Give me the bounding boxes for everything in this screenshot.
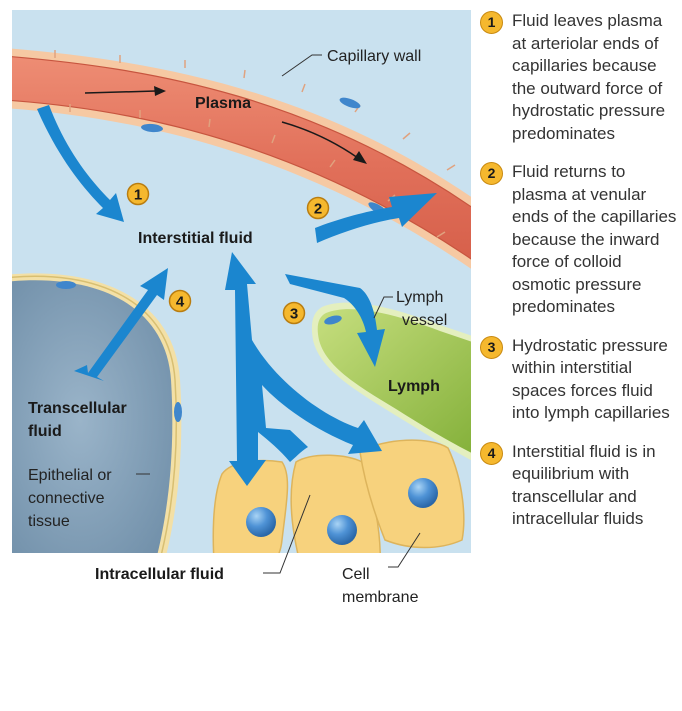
cell-nucleus bbox=[327, 515, 357, 545]
lymph-vessel-label-line2: vessel bbox=[402, 312, 447, 329]
capillary-wall-label: Capillary wall bbox=[327, 48, 421, 65]
marker-2: 2 bbox=[308, 198, 329, 219]
lymph-label: Lymph bbox=[388, 378, 440, 395]
svg-text:2: 2 bbox=[314, 201, 322, 218]
lymph-vessel-label-line1: Lymph bbox=[396, 289, 443, 306]
transcellular-label-line1: Transcellular bbox=[28, 400, 127, 417]
legend-item-3: 3 Hydrostatic pressure within interstiti… bbox=[480, 335, 680, 425]
marker-4: 4 bbox=[170, 291, 191, 312]
legend-text-1: Fluid leaves plasma at arteriolar ends o… bbox=[512, 10, 680, 145]
legend-item-1: 1 Fluid leaves plasma at arteriolar ends… bbox=[480, 10, 680, 145]
legend: 1 Fluid leaves plasma at arteriolar ends… bbox=[480, 10, 680, 545]
legend-marker-3: 3 bbox=[480, 336, 503, 359]
legend-marker-1: 1 bbox=[480, 11, 503, 34]
epithelial-label-line3: tissue bbox=[28, 513, 70, 530]
svg-text:4: 4 bbox=[176, 294, 185, 311]
svg-text:1: 1 bbox=[134, 187, 142, 204]
legend-text-4: Interstitial fluid is in equilibrium wit… bbox=[512, 441, 680, 531]
epithelial-label-line2: connective bbox=[28, 490, 105, 507]
marker-3: 3 bbox=[284, 303, 305, 324]
legend-marker-4: 4 bbox=[480, 442, 503, 465]
plasma-label: Plasma bbox=[195, 95, 251, 112]
legend-text-2: Fluid returns to plasma at venular ends … bbox=[512, 161, 680, 319]
cell-membrane-label-line1: Cell bbox=[342, 566, 370, 583]
marker-1: 1 bbox=[128, 184, 149, 205]
legend-text-3: Hydrostatic pressure within interstitial… bbox=[512, 335, 680, 425]
cell-membrane-label-line2: membrane bbox=[342, 589, 419, 606]
legend-item-2: 2 Fluid returns to plasma at venular end… bbox=[480, 161, 680, 319]
cell-nucleus bbox=[246, 507, 276, 537]
legend-marker-2: 2 bbox=[480, 162, 503, 185]
transcellular-label-line2: fluid bbox=[28, 423, 62, 440]
epithelial-label-line1: Epithelial or bbox=[28, 467, 112, 484]
svg-text:3: 3 bbox=[290, 306, 298, 323]
cell-nucleus bbox=[408, 478, 438, 508]
legend-item-4: 4 Interstitial fluid is in equilibrium w… bbox=[480, 441, 680, 531]
intracellular-fluid-label: Intracellular fluid bbox=[95, 566, 224, 583]
interstitial-fluid-label: Interstitial fluid bbox=[138, 230, 253, 247]
